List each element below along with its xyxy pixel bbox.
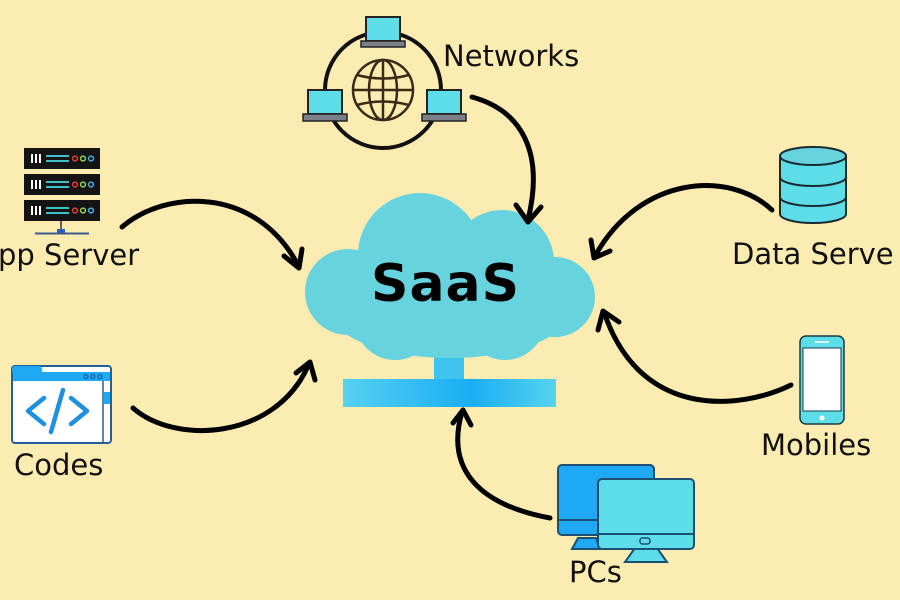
globe-icon <box>351 58 415 122</box>
server-unit-1 <box>24 148 100 169</box>
server-unit-3 <box>24 200 100 221</box>
arrow-networks-to-saas <box>469 94 544 225</box>
monitor-front <box>597 478 695 563</box>
label-data-server: Data Serve <box>732 237 894 271</box>
label-networks: Networks <box>443 39 580 73</box>
network-globe-icon <box>302 16 467 150</box>
cloud-stand-base <box>343 379 556 407</box>
code-window-icon <box>11 365 112 444</box>
code-brackets-icon <box>25 387 90 435</box>
laptop-icon-right <box>421 89 467 122</box>
arrow-mobiles-to-saas <box>595 308 794 404</box>
cloud-shape <box>305 193 595 360</box>
label-mobiles: Mobiles <box>761 428 872 462</box>
arrow-codes-to-saas <box>130 359 318 433</box>
label-app-server: pp Server <box>0 238 140 272</box>
server-unit-2 <box>24 174 100 195</box>
arrow-app-server-to-saas <box>119 198 305 271</box>
cloud-icon <box>305 193 595 407</box>
mobile-phone-icon <box>799 335 845 425</box>
arrow-pcs-to-saas <box>450 407 553 521</box>
saas-title: SaaS <box>371 254 521 314</box>
database-icon <box>779 146 847 224</box>
laptop-icon-left <box>302 89 348 122</box>
label-codes: Codes <box>14 448 104 482</box>
label-pcs: PCs <box>569 555 622 589</box>
desktop-monitors-icon <box>557 464 695 563</box>
server-rack-icon <box>24 148 100 235</box>
arrow-data-server-to-saas <box>588 183 775 261</box>
laptop-icon-top <box>360 16 406 48</box>
